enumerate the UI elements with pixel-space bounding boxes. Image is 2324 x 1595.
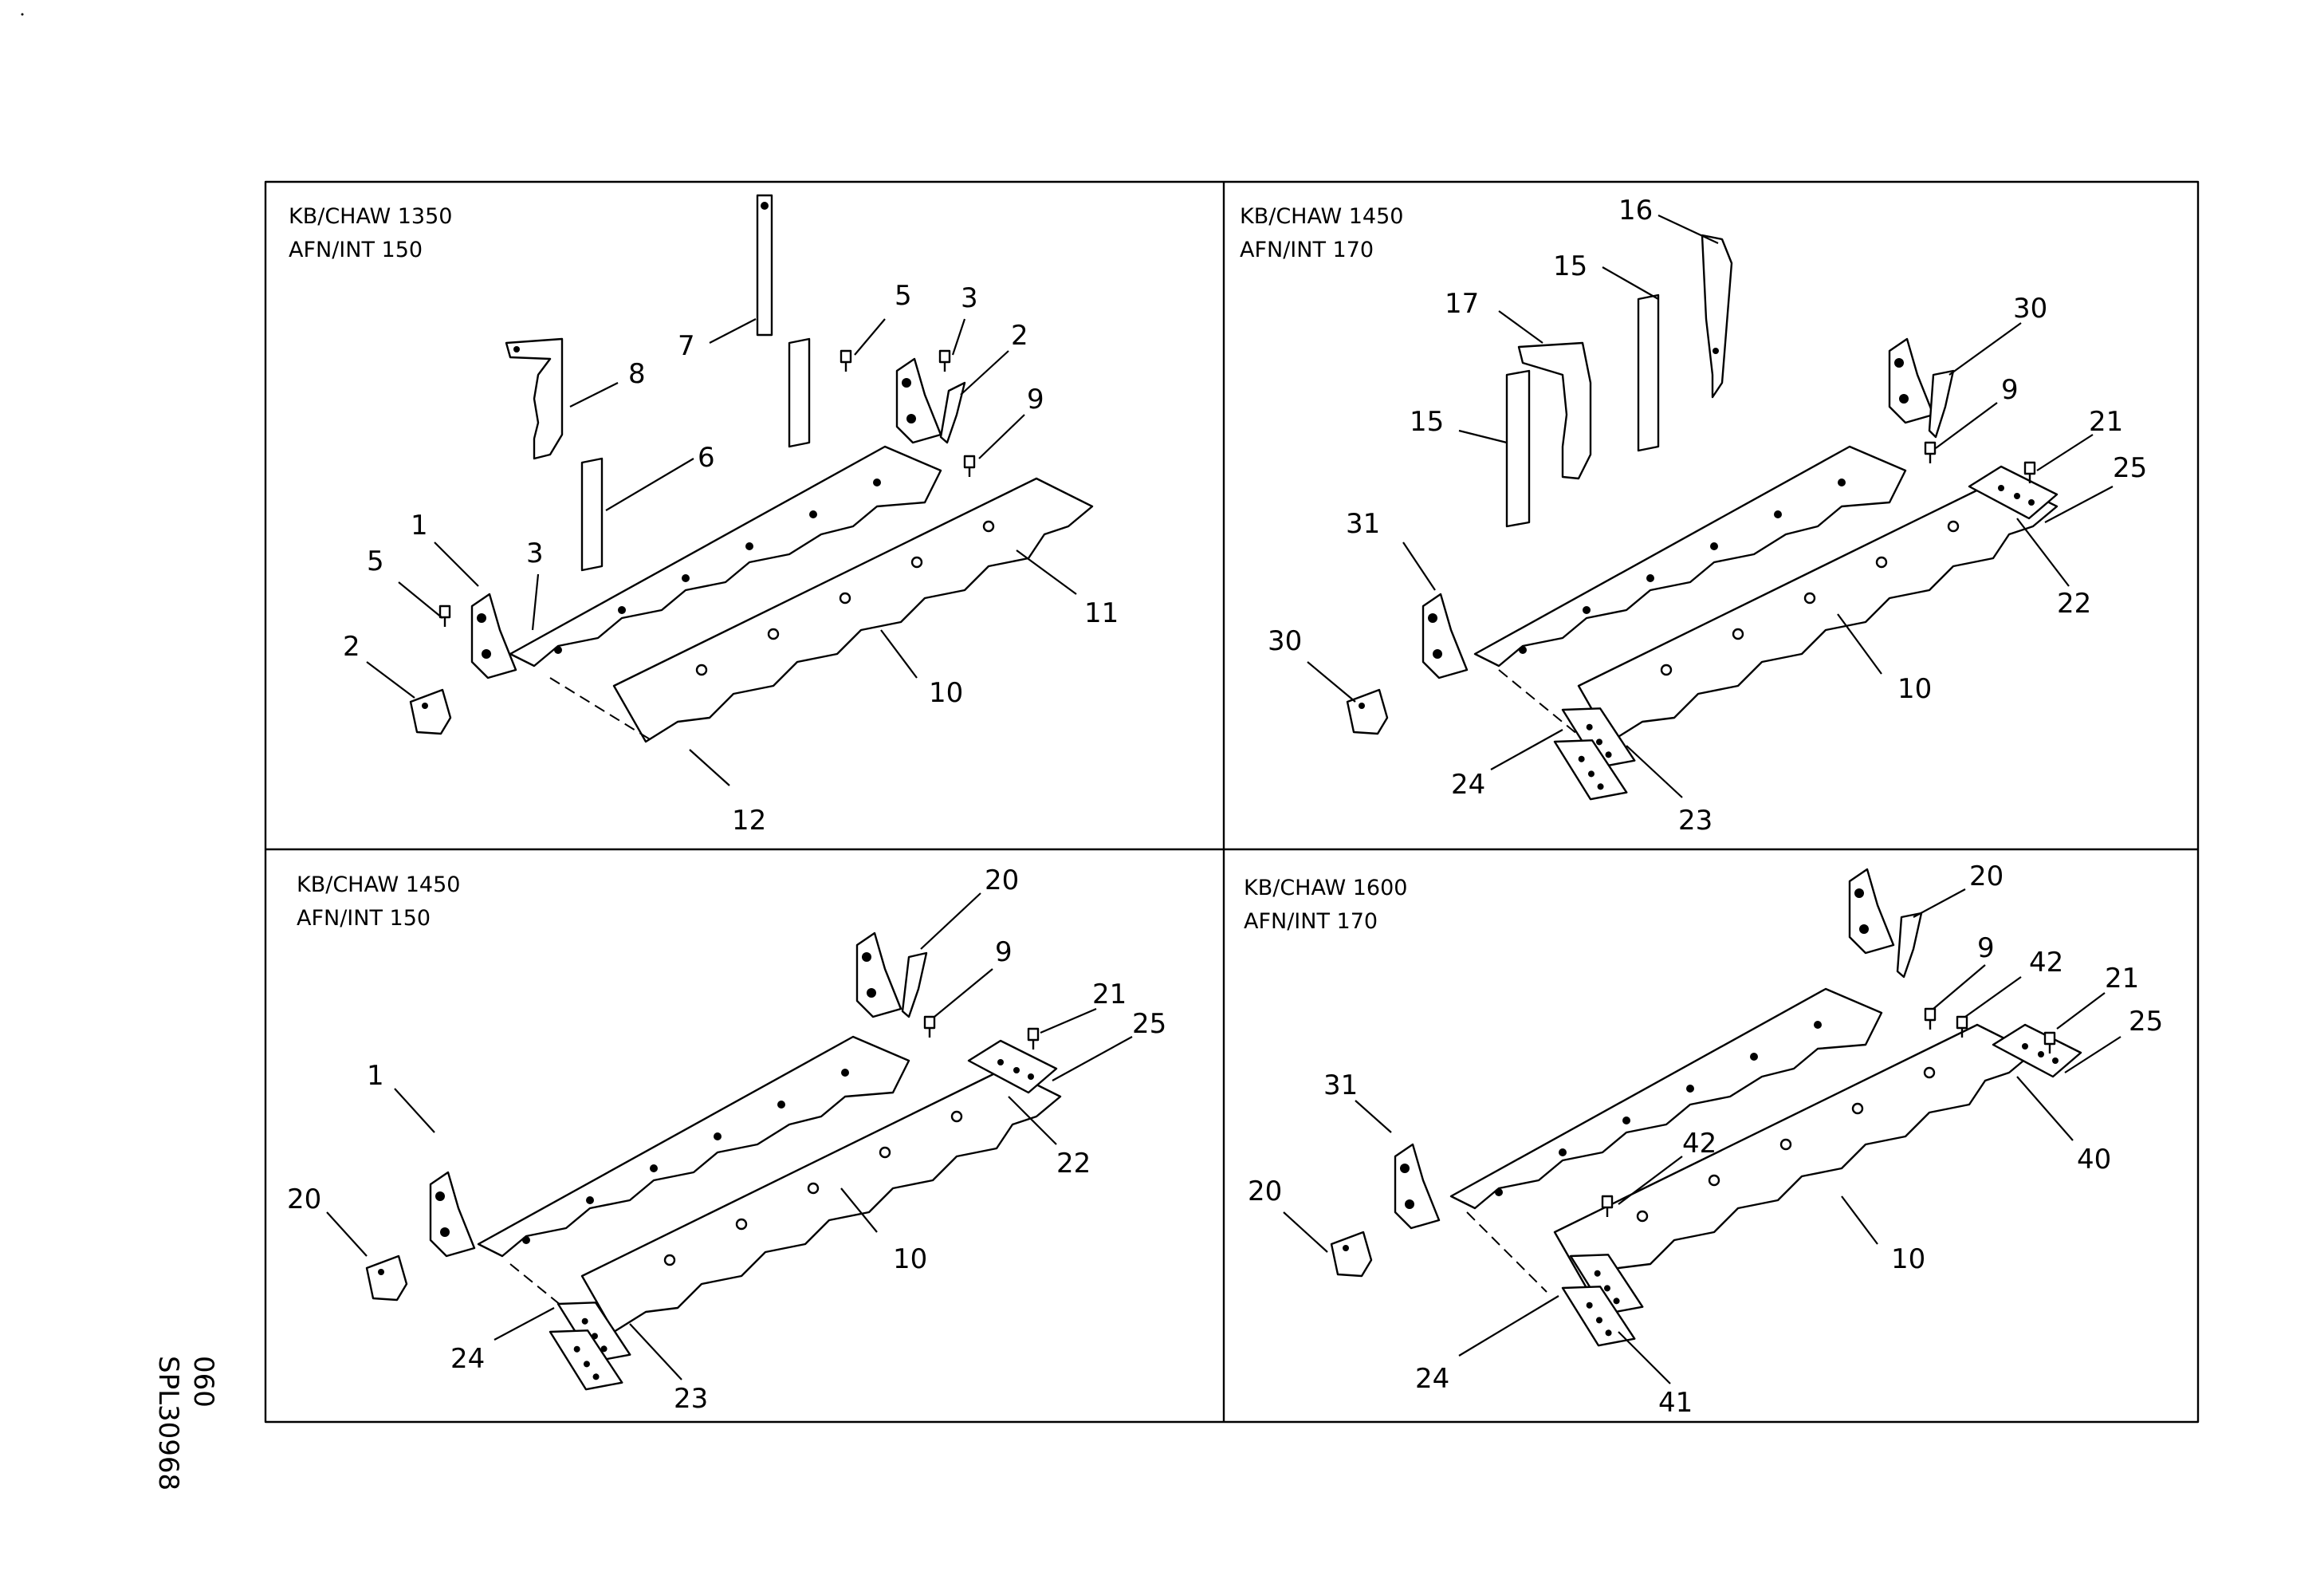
- callout: 9: [2001, 374, 2019, 406]
- callout: 23: [674, 1383, 708, 1415]
- callout-labels: 20 9 21 25 1 22 20 10 24 23: [287, 864, 1166, 1415]
- callout: 41: [1658, 1387, 1693, 1419]
- callout: 22: [1056, 1148, 1091, 1180]
- callout: 20: [287, 1183, 321, 1215]
- leader-lines: [326, 892, 1133, 1380]
- callout: 10: [929, 677, 963, 709]
- stray-mark: [21, 13, 24, 16]
- callout: 10: [893, 1243, 927, 1275]
- callout: 21: [2089, 406, 2123, 438]
- callout: 25: [2129, 1006, 2163, 1038]
- callout: 5: [367, 545, 384, 577]
- callout: 30: [1268, 625, 1302, 657]
- panel-bottom-right: KB/CHAW 1600 AFN/INT 170: [1244, 861, 2163, 1419]
- callout: 22: [2057, 588, 2091, 620]
- callout: 20: [1248, 1176, 1282, 1207]
- document-id: SPL30968: [152, 1356, 184, 1491]
- leader-lines: [1283, 888, 2121, 1384]
- callout: 10: [1897, 673, 1932, 705]
- panel-bottom-left: KB/CHAW 1450 AFN/INT 150: [287, 864, 1166, 1415]
- callout: 24: [450, 1343, 485, 1375]
- leader-lines: [1307, 215, 2114, 798]
- panel-top-left: KB/CHAW 1350 AFN/INT 150: [289, 194, 1119, 837]
- callout: 24: [1451, 769, 1485, 801]
- callout: 23: [1678, 805, 1713, 837]
- callout: 10: [1891, 1243, 1925, 1275]
- drawing-parts: [1330, 868, 2082, 1361]
- callout: 30: [2013, 293, 2047, 325]
- callout: 9: [1027, 384, 1044, 415]
- drawing-parts: [1346, 234, 2059, 814]
- panel-header-line-1: KB/CHAW 1450: [297, 872, 460, 897]
- panel-header-line-1: KB/CHAW 1350: [289, 204, 452, 229]
- callout: 6: [698, 442, 715, 474]
- callout: 20: [985, 864, 1019, 896]
- callout-labels: 16 15 17 30 9 21 15 25 31 22 30 10 24 23: [1268, 195, 2147, 837]
- drawing-parts: [409, 194, 1094, 743]
- callout: 7: [678, 330, 695, 362]
- panel-header-line-2: AFN/INT 170: [1240, 238, 1374, 262]
- callout: 9: [995, 936, 1013, 968]
- callout: 17: [1445, 288, 1479, 320]
- callout: 16: [1618, 195, 1653, 226]
- callout: 25: [2113, 452, 2147, 484]
- callout: 3: [526, 538, 544, 569]
- panel-header-line-2: AFN/INT 150: [297, 906, 431, 931]
- panel-header-line-2: AFN/INT 150: [289, 238, 423, 262]
- panel-header-line-1: KB/CHAW 1450: [1240, 204, 1403, 229]
- panel-top-right: KB/CHAW 1450 AFN/INT 170: [1240, 195, 2147, 837]
- sheet-number: 060: [187, 1356, 219, 1408]
- callout: 42: [2029, 947, 2063, 979]
- callout: 40: [2077, 1144, 2111, 1176]
- callout: 21: [2105, 963, 2139, 994]
- callout: 8: [628, 358, 646, 390]
- callout: 21: [1092, 979, 1127, 1010]
- callout: 1: [367, 1060, 384, 1092]
- callout: 2: [343, 631, 360, 663]
- callout: 15: [1553, 250, 1587, 282]
- panel-header-line-1: KB/CHAW 1600: [1244, 876, 1407, 900]
- callout: 15: [1410, 406, 1444, 438]
- callout: 1: [411, 510, 428, 542]
- leader-lines: [366, 318, 1077, 786]
- callout-labels: 20 9 42 21 25 31 40 42 20 10 24 41: [1248, 861, 2163, 1419]
- panel-header-line-2: AFN/INT 170: [1244, 909, 1378, 934]
- callout: 31: [1323, 1069, 1358, 1101]
- diagram-frame: [264, 180, 2200, 1424]
- callout: 12: [732, 805, 766, 837]
- drawing-parts: [365, 931, 1062, 1404]
- callout: 3: [961, 282, 978, 314]
- callout: 9: [1977, 932, 1995, 964]
- callout: 31: [1346, 508, 1380, 540]
- callout: 5: [895, 280, 912, 312]
- callout: 25: [1132, 1008, 1166, 1040]
- sheet-reference: SPL30968 060: [152, 1356, 219, 1491]
- callout: 11: [1084, 597, 1119, 629]
- callout-labels: 8 7 5 3 2 9 6 1 3 5 2 11 10 12: [343, 280, 1119, 837]
- callout: 2: [1011, 320, 1028, 352]
- callout: 24: [1415, 1363, 1449, 1395]
- callout: 42: [1682, 1128, 1716, 1160]
- callout: 20: [1969, 861, 2004, 892]
